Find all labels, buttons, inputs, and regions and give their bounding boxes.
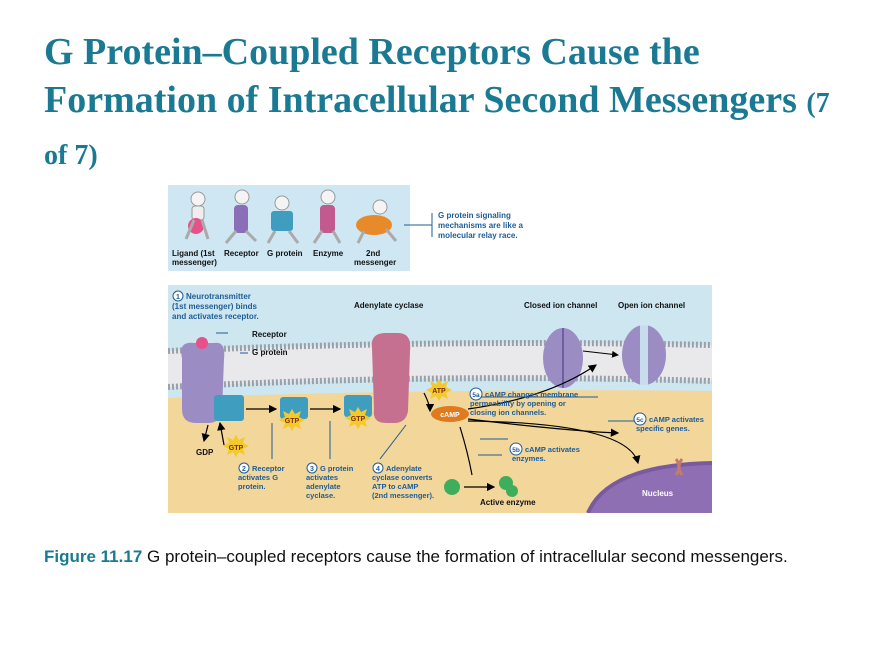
label-gdp: GDP (196, 448, 214, 457)
step-5c-line-1: cAMP activates (649, 415, 704, 424)
relay-note-line-2: mechanisms are like a (438, 221, 523, 230)
step-5a-line-2: permeability by opening or (470, 399, 566, 408)
closed-ion-channel-icon (543, 328, 583, 388)
runner-second-messenger-icon (356, 199, 398, 244)
relay-label-ligand-1: Ligand (1st (172, 249, 215, 258)
label-camp: cAMP (440, 412, 460, 419)
relay-note-line-3: molecular relay race. (438, 231, 518, 240)
relay-race-panel: Ligand (1st messenger) Receptor G protei… (168, 185, 712, 271)
runner-ligand-icon (184, 191, 210, 240)
step-5a-number: 5a (472, 392, 480, 399)
step-5c-number: 5c (636, 417, 644, 424)
label-g-protein: G protein (252, 348, 288, 357)
adenylate-cyclase-icon (371, 333, 411, 423)
title-main: G Protein–Coupled Receptors Cause the Fo… (44, 31, 797, 121)
slide-title: G Protein–Coupled Receptors Cause the Fo… (44, 28, 844, 180)
pathway-arrows (201, 364, 641, 492)
step-5c-line-2: specific genes. (636, 424, 690, 433)
g-protein-bound-icon (214, 395, 244, 421)
step-1-badge (172, 290, 184, 302)
label-atp: ATP (432, 388, 446, 395)
relay-label-receptor: Receptor (224, 249, 259, 258)
step-3-badge (306, 462, 318, 474)
label-nucleus: Nucleus (642, 489, 674, 498)
gtp-icon-2 (279, 409, 305, 431)
label-receptor: Receptor (252, 330, 287, 339)
step-5b-line-1: cAMP activates (525, 445, 580, 454)
relay-label-ligand-2: messenger) (172, 258, 217, 267)
step-5c-badge (633, 412, 647, 426)
relay-note-background (410, 185, 712, 271)
open-ion-channel-icon (622, 325, 666, 385)
step-2-number: 2 (242, 466, 246, 473)
step-4-number: 4 (376, 466, 380, 473)
step-1-number: 1 (176, 294, 180, 301)
step-3-line-2: activates (306, 473, 338, 482)
title-suffix: (7 of 7) (44, 88, 830, 171)
step-3-line-4: cyclase. (306, 491, 335, 500)
receptor-protein-icon (181, 337, 225, 423)
step-5a-badge (469, 387, 483, 401)
step-5b-number: 5b (512, 447, 520, 454)
figure-caption: Figure 11.17 G protein–coupled receptors… (44, 546, 834, 568)
step-3-line-3: adenylate (306, 482, 341, 491)
label-closed-ion-channel: Closed ion channel (524, 301, 597, 310)
label-gtp-2: GTP (285, 418, 300, 425)
step-4-line-3: ATP to cAMP (372, 482, 418, 491)
relay-label-enzyme: Enzyme (313, 249, 344, 258)
step-3-number: 3 (310, 466, 314, 473)
cytoplasm (168, 390, 712, 513)
gtp-icon-3 (345, 407, 371, 429)
neurotransmitter-icon (196, 337, 208, 349)
step-5b-badge (509, 442, 523, 456)
label-adenylate-cyclase: Adenylate cyclase (354, 301, 424, 310)
relay-label-g-protein: G protein (267, 249, 303, 258)
gtp-icon-1 (223, 435, 249, 457)
step-4-badge (372, 462, 384, 474)
step-2-line-1: Receptor (252, 464, 285, 473)
relay-note-line-1: G protein signaling (438, 211, 511, 220)
inactive-enzyme-icon (444, 479, 460, 495)
figure-diagram: Ligand (1st messenger) Receptor G protei… (168, 185, 712, 513)
step-2-line-2: activates G (238, 473, 278, 482)
pathway-panel: 1 Neurotransmitter (1st messenger) binds… (168, 285, 712, 513)
step-2-line-3: protein. (238, 482, 266, 491)
leader-lines (216, 332, 634, 460)
step-5b-line-2: enzymes. (512, 454, 546, 463)
nucleus-icon (586, 458, 712, 513)
figure-label: Figure 11.17 (44, 547, 143, 566)
step-4-line-1: Adenylate (386, 464, 422, 473)
label-open-ion-channel: Open ion channel (618, 301, 685, 310)
relay-label-second-2: messenger (354, 258, 396, 267)
nuclear-pore-icon (674, 458, 684, 476)
relay-label-second-1: 2nd (366, 249, 380, 258)
step-1-line-1: Neurotransmitter (186, 292, 251, 301)
runner-receptor-icon (224, 189, 258, 244)
atp-icon (426, 379, 452, 401)
runner-enzyme-icon (312, 189, 342, 244)
camp-molecule-icon (431, 406, 469, 422)
step-3-line-1: G protein (320, 464, 354, 473)
label-gtp-3: GTP (351, 416, 366, 423)
step-4-line-4: (2nd messenger). (372, 491, 434, 500)
step-5a-line-3: closing ion channels. (470, 408, 546, 417)
label-gtp-1: GTP (229, 445, 244, 452)
step-5a-line-1: cAMP changes membrane (485, 390, 578, 399)
figure-panel: Ligand (1st messenger) Receptor G protei… (168, 183, 712, 513)
figure-caption-text: G protein–coupled receptors cause the fo… (147, 547, 788, 566)
step-4-line-2: cyclase converts (372, 473, 432, 482)
step-1-line-2: (1st messenger) binds (172, 302, 257, 311)
channel-transition-arrow (582, 350, 619, 358)
label-active-enzyme: Active enzyme (480, 498, 536, 507)
runner-g-protein-icon (266, 195, 300, 244)
step-2-badge (238, 462, 250, 474)
step-1-line-3: and activates receptor. (172, 312, 259, 321)
